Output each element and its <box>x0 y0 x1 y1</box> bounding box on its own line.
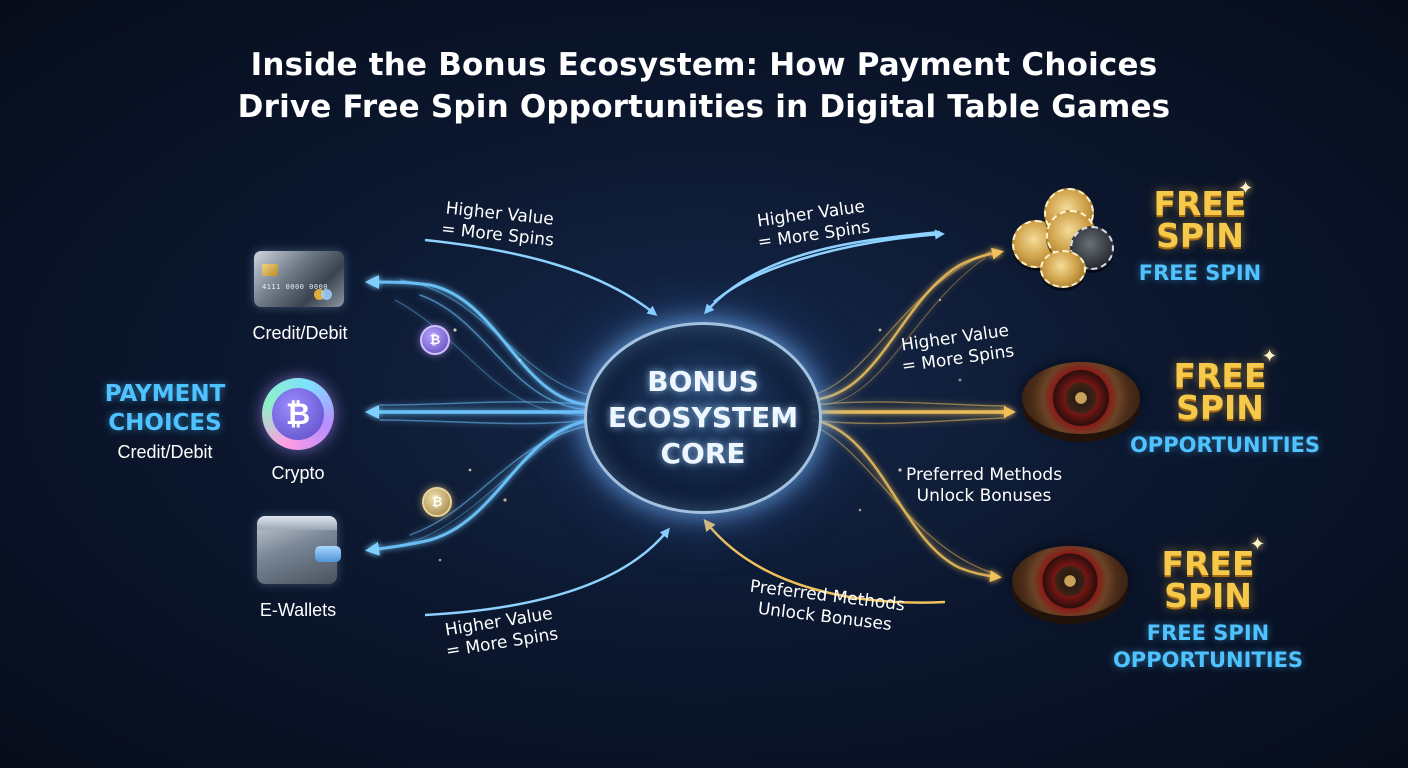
outcome-label-2: OPPORTUNITIES <box>1120 432 1330 459</box>
connector-label-line: Unlock Bonuses <box>916 486 1052 506</box>
title-line-2: Drive Free Spin Opportunities in Digital… <box>237 89 1171 125</box>
mini-gold-coin-icon: ₿ <box>422 487 452 517</box>
flow-to-roulette-2 <box>810 418 1002 583</box>
badge-line: SPIN <box>1164 576 1252 615</box>
credit-card-icon: 4111 0000 0000 <box>254 251 344 307</box>
sparkle-icon: ✦ <box>1262 346 1278 366</box>
flow-strand <box>811 417 1006 425</box>
outcome-label-3: FREE SPIN OPPORTUNITIES <box>1100 620 1316 674</box>
arrow-top-right-back <box>713 229 945 303</box>
page-title: Inside the Bonus Ecosystem: How Payment … <box>0 44 1408 128</box>
connector-label-lower-right: Preferred Methods Unlock Bonuses <box>906 465 1062 507</box>
flow-strand <box>399 279 591 396</box>
payment-heading-line-2: CHOICES <box>108 410 222 436</box>
flow-strand <box>379 419 591 425</box>
core-line-3: CORE <box>660 437 746 470</box>
flow-strand <box>811 257 986 406</box>
outcome-label-1: FREE SPIN <box>1120 260 1280 287</box>
outcome-label-line: FREE SPIN <box>1138 261 1262 285</box>
payment-method-ewallet-label: E-Wallets <box>259 600 337 620</box>
flow-to-wallet <box>365 418 594 556</box>
crypto-coin-icon: ₿ <box>262 378 334 450</box>
badge-line: SPIN <box>1156 216 1244 255</box>
core-line-1: BONUS <box>647 365 759 398</box>
card-logo-circle <box>321 289 332 300</box>
sparkle-icon: ✦ <box>1250 534 1266 554</box>
title-line-1: Inside the Bonus Ecosystem: How Payment … <box>250 47 1158 83</box>
payment-method-crypto-label: Crypto <box>271 463 325 483</box>
payment-heading-line-1: PAYMENT <box>104 381 226 407</box>
right-flow-bundle <box>810 247 1016 583</box>
roulette-wheel-icon <box>1012 546 1128 616</box>
flow-strand <box>811 424 991 573</box>
chip-stack-gold <box>1040 250 1086 288</box>
crypto-symbol: ₿ <box>272 388 324 440</box>
card-chip <box>262 264 278 276</box>
bonus-ecosystem-core: BONUS ECOSYSTEM CORE <box>584 322 822 514</box>
flow-strand <box>419 294 591 411</box>
outcome-label-line: OPPORTUNITIES <box>1112 648 1304 672</box>
arrow-bottom-left <box>424 527 670 617</box>
sparkle-icon: ✦ <box>1238 178 1254 198</box>
connector-label-line: Preferred Methods <box>906 465 1063 485</box>
flow-strand <box>379 401 591 406</box>
wallet-flap <box>257 516 337 530</box>
flow-strand <box>811 401 1006 407</box>
flow-strand <box>399 414 593 546</box>
badge-line: FREE <box>1153 184 1247 223</box>
flow-to-credit <box>365 275 592 407</box>
outcome-label-line: OPPORTUNITIES <box>1129 433 1321 457</box>
roulette-wheel-icon <box>1022 362 1140 434</box>
arrow-bottom-center <box>703 518 946 604</box>
mini-crypto-coin-icon: ₿ <box>420 325 450 355</box>
particles <box>438 298 962 562</box>
free-spin-badge-2: FREE SPIN <box>1150 356 1290 427</box>
annotation-arrows <box>424 229 946 617</box>
core-line-2: ECOSYSTEM <box>607 401 799 434</box>
arrow-top-left <box>424 238 658 316</box>
free-spin-badge-3: FREE SPIN <box>1138 544 1278 615</box>
payment-method-credit-label: Credit/Debit <box>252 323 348 343</box>
left-flow-bundle <box>365 275 594 556</box>
wallet-clasp <box>315 546 341 562</box>
wallet-icon <box>257 516 341 584</box>
card-logo-circle <box>314 289 325 300</box>
flow-strand <box>409 424 593 536</box>
payment-choices-heading: PAYMENT CHOICES <box>90 380 240 438</box>
payment-subheading: Credit/Debit <box>117 442 213 462</box>
badge-line: FREE <box>1161 544 1255 583</box>
outcome-label-line: FREE SPIN <box>1146 621 1270 645</box>
flow-strand <box>811 251 991 396</box>
badge-line: SPIN <box>1176 388 1264 427</box>
badge-line: FREE <box>1173 356 1267 395</box>
free-spin-badge-1: FREE SPIN <box>1130 184 1270 255</box>
card-number: 4111 0000 0000 <box>262 283 329 291</box>
